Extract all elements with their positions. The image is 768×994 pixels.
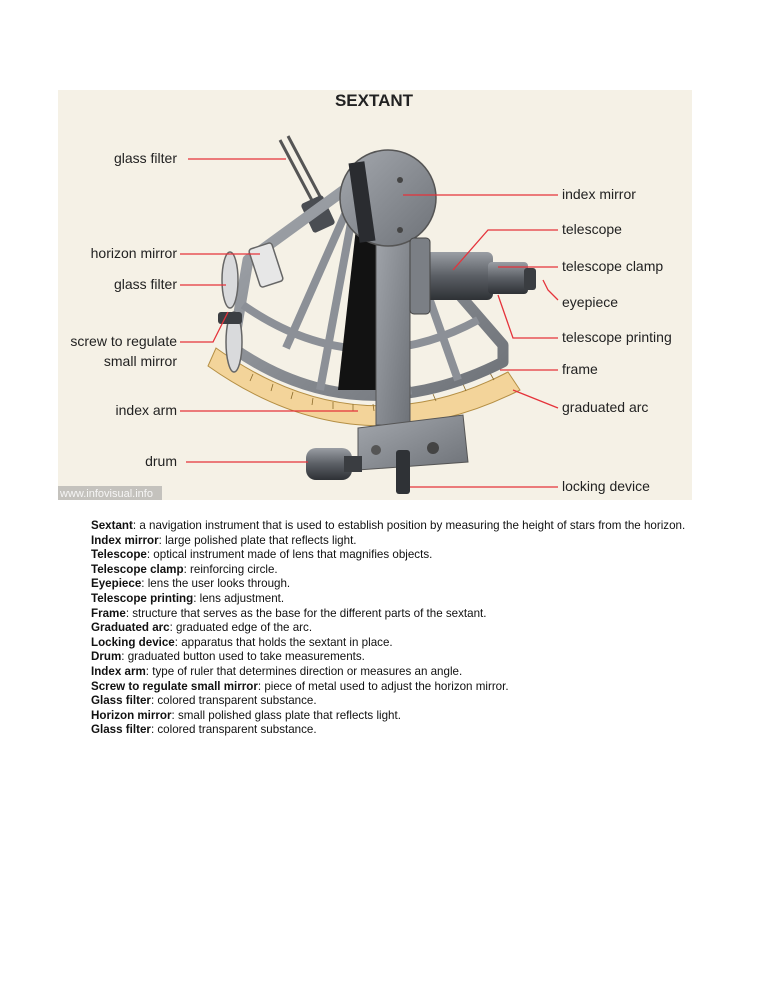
definition-term: Glass filter: [91, 723, 151, 737]
definition-item: Telescope clamp: reinforcing circle.: [91, 563, 701, 578]
labels-right: index mirror telescope telescope clamp e…: [562, 186, 672, 494]
definition-term: Telescope printing: [91, 591, 194, 605]
definition-item: Sextant: a navigation instrument that is…: [91, 519, 701, 534]
definition-term: Telescope clamp: [91, 562, 184, 576]
label-graduated-arc: graduated arc: [562, 399, 648, 415]
definition-text: : a navigation instrument that is used t…: [132, 519, 686, 532]
definition-item: Screw to regulate small mirror: piece of…: [91, 680, 701, 695]
definition-text: : piece of metal used to adjust the hori…: [257, 679, 509, 693]
definition-term: Drum: [91, 650, 122, 664]
definition-term: Index arm: [91, 664, 146, 678]
definition-text: : structure that serves as the base for …: [125, 606, 487, 620]
definition-item: Index mirror: large polished plate that …: [91, 534, 701, 549]
definition-item: Graduated arc: graduated edge of the arc…: [91, 621, 701, 636]
definition-term: Graduated arc: [91, 621, 170, 635]
label-screw-line2: small mirror: [104, 353, 177, 369]
label-telescope: telescope: [562, 221, 622, 237]
definition-item: Telescope printing: lens adjustment.: [91, 592, 701, 607]
leader-lines: [180, 158, 559, 488]
label-frame: frame: [562, 361, 598, 377]
definition-text: : lens adjustment.: [193, 591, 285, 605]
labels-left: glass filter horizon mirror glass filter…: [70, 150, 177, 469]
definition-item: Telescope: optical instrument made of le…: [91, 548, 701, 563]
frame-shape: [227, 174, 509, 401]
label-locking-device: locking device: [562, 478, 650, 494]
definition-term: Screw to regulate small mirror: [91, 679, 258, 693]
label-eyepiece: eyepiece: [562, 294, 618, 310]
definition-text: : colored transparent substance.: [150, 723, 317, 737]
index-arm-shape: [338, 210, 376, 390]
definition-term: Eyepiece: [91, 577, 142, 591]
definition-text: : colored transparent substance.: [150, 694, 317, 708]
label-glass-filter-left: glass filter: [114, 276, 177, 292]
definition-text: : small polished glass plate that reflec…: [171, 708, 401, 722]
watermark-bg: [58, 486, 162, 500]
label-horizon-mirror: horizon mirror: [91, 245, 178, 261]
definition-term: Horizon mirror: [91, 708, 172, 722]
definition-item: Index arm: type of ruler that determines…: [91, 665, 701, 680]
sextant-diagram: SEXTANT: [58, 91, 672, 500]
definition-item: Locking device: apparatus that holds the…: [91, 636, 701, 651]
label-drum: drum: [145, 453, 177, 469]
definition-item: Glass filter: colored transparent substa…: [91, 723, 701, 738]
definitions-list: Sextant: a navigation instrument that is…: [91, 519, 701, 738]
drum-shape: [306, 448, 362, 480]
definition-term: Index mirror: [91, 533, 159, 547]
definition-text: : optical instrument made of lens that m…: [146, 548, 433, 562]
definition-term: Glass filter: [91, 694, 151, 708]
definition-term: Frame: [91, 606, 126, 620]
label-telescope-printing: telescope printing: [562, 329, 672, 345]
definition-item: Frame: structure that serves as the base…: [91, 607, 701, 622]
definition-text: : type of ruler that determines directio…: [145, 664, 463, 678]
definition-item: Eyepiece: lens the user looks through.: [91, 577, 701, 592]
label-index-mirror: index mirror: [562, 186, 636, 202]
label-telescope-clamp: telescope clamp: [562, 258, 663, 274]
definition-text: : graduated button used to take measurem…: [121, 650, 365, 664]
sextant-figure: SEXTANT: [58, 90, 692, 500]
sextant-illustration: [207, 135, 536, 494]
telescope-shape: [409, 237, 536, 315]
definition-term: Telescope: [91, 548, 147, 562]
definition-text: : apparatus that holds the sextant in pl…: [174, 635, 393, 649]
definition-term: Sextant: [91, 519, 133, 532]
locking-device-shape: [396, 450, 410, 494]
definition-text: : reinforcing circle.: [183, 562, 278, 576]
definition-item: Glass filter: colored transparent substa…: [91, 694, 701, 709]
definition-item: Horizon mirror: small polished glass pla…: [91, 709, 701, 724]
definition-text: : large polished plate that reflects lig…: [158, 533, 357, 547]
definition-text: : lens the user looks through.: [141, 577, 291, 591]
index-mirror-plate: [348, 161, 376, 243]
definition-term: Locking device: [91, 635, 175, 649]
figure-title: SEXTANT: [335, 91, 414, 110]
label-glass-filter-top: glass filter: [114, 150, 177, 166]
watermark-text: www.infovisual.info: [59, 488, 153, 500]
label-index-arm: index arm: [116, 402, 177, 418]
horizon-mirror-shape: [218, 242, 284, 373]
definition-item: Drum: graduated button used to take meas…: [91, 650, 701, 665]
label-screw-line1: screw to regulate: [70, 333, 177, 349]
definition-text: : graduated edge of the arc.: [169, 621, 313, 635]
